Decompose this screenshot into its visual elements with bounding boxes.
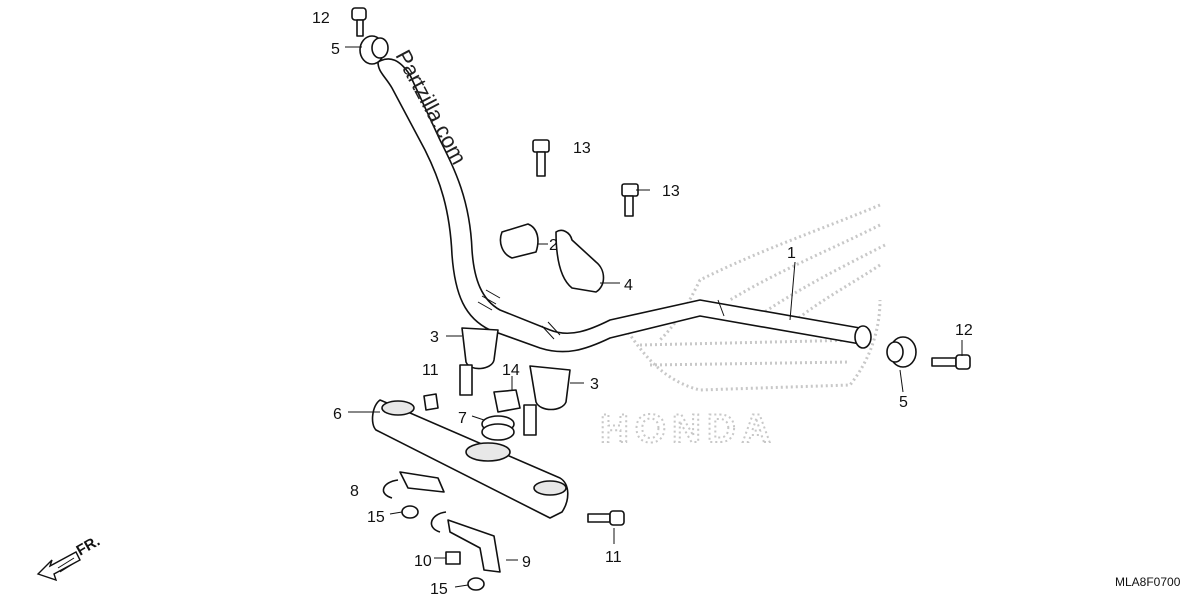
honda-wing-logo [618, 203, 886, 392]
bar-end-weight-left[interactable] [359, 35, 389, 65]
callout-2: 2 [549, 237, 558, 254]
callout-5-left: 5 [331, 41, 340, 58]
holder-bolt-right[interactable] [621, 183, 639, 217]
bracket-bolt[interactable] [587, 510, 625, 526]
callout-10: 10 [414, 553, 432, 570]
upper-holder-right[interactable] [555, 229, 605, 293]
flange-nut-upper[interactable] [401, 505, 419, 519]
front-arrow-icon [36, 551, 81, 582]
callout-3-left: 3 [430, 329, 439, 346]
callout-6: 6 [333, 406, 342, 423]
handlebar[interactable] [377, 58, 872, 353]
callout-12-left: 12 [312, 10, 330, 27]
stem-washer[interactable] [481, 415, 515, 441]
hose-bracket[interactable] [430, 511, 501, 573]
honda-brand-text: HONDA [600, 407, 777, 451]
lower-holder-right[interactable] [523, 365, 571, 436]
upper-holder-left[interactable] [499, 223, 539, 259]
diagram-code: MLA8F0700 [1115, 575, 1181, 589]
end-bolt-right[interactable] [931, 354, 971, 370]
callout-4: 4 [624, 277, 633, 294]
callout-9: 9 [522, 554, 531, 571]
callout-14: 14 [502, 362, 520, 379]
callout-11-upper: 11 [422, 362, 439, 379]
cable-bracket[interactable] [382, 471, 445, 499]
callout-15-upper: 15 [367, 509, 385, 526]
holder-bolt-left[interactable] [532, 139, 550, 177]
lower-holder-left[interactable] [459, 327, 499, 396]
nut-left[interactable] [423, 393, 439, 411]
callout-7: 7 [458, 410, 467, 427]
callout-15-lower: 15 [430, 581, 448, 598]
clip-nut[interactable] [445, 551, 461, 565]
callout-1: 1 [787, 245, 796, 262]
callout-8: 8 [350, 483, 359, 500]
callout-13-left: 13 [573, 140, 591, 157]
callout-11-lower: 11 [605, 549, 622, 566]
callout-5-right: 5 [899, 394, 908, 411]
callout-labels: 12 5 13 13 2 4 1 12 5 3 3 11 14 7 6 8 15… [312, 10, 973, 598]
top-bridge[interactable] [371, 399, 569, 519]
end-bolt-left[interactable] [351, 7, 367, 37]
callout-12-right: 12 [955, 322, 973, 339]
stem-nut[interactable] [493, 389, 521, 413]
flange-nut-lower[interactable] [467, 577, 485, 591]
callout-3-right: 3 [590, 376, 599, 393]
leader-lines [345, 46, 963, 588]
callout-13-right: 13 [662, 183, 680, 200]
bar-end-weight-right[interactable] [886, 336, 917, 368]
